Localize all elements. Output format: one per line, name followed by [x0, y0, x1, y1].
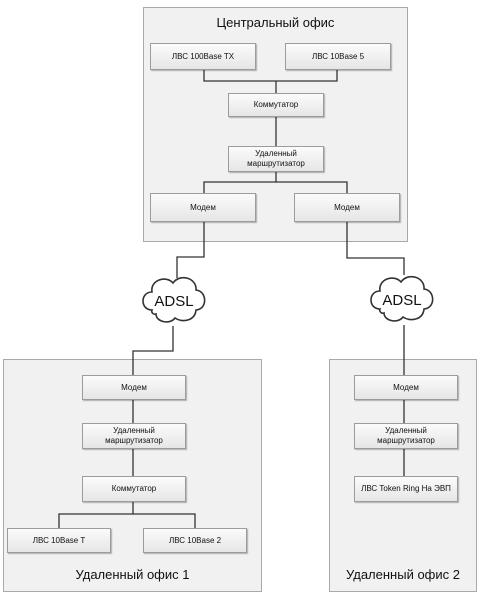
adsl-cloud-left-label: ADSL: [154, 293, 193, 310]
remote1-modem: Модем: [82, 375, 186, 400]
wire-r1-switch-to-lans: [58, 502, 134, 528]
remote2-lan-token-ring: ЛВС Token Ring На ЭВП: [354, 476, 458, 502]
remote-office-2-title: Удаленный офис 2: [346, 567, 460, 582]
wire-modem-right-to-cloud: [346, 222, 405, 275]
central-switch: Коммутатор: [228, 93, 324, 117]
remote1-lan-10base-t: ЛВС 10Base T: [7, 528, 111, 553]
wire-cloud-left-to-remote-1: [132, 326, 174, 375]
central-office-title: Центральный офис: [216, 15, 335, 30]
wire-central-router-to-modems: [203, 172, 277, 193]
central-lan-100base-tx: ЛВС 100Base TX: [150, 43, 256, 70]
wire-modem-left-to-cloud: [176, 222, 205, 278]
central-lan-10base-5: ЛВС 10Base 5: [285, 43, 391, 70]
remote2-router: Удаленный маршрутизатор: [354, 423, 458, 449]
wire-r1-switch-to-lan-b: [133, 513, 196, 528]
wire-central-router-to-modem-right: [276, 181, 348, 193]
remote1-router: Удаленный маршрутизатор: [82, 423, 186, 449]
remote2-modem: Модем: [354, 375, 458, 400]
remote1-lan-10base-2: ЛВС 10Base 2: [143, 528, 247, 553]
adsl-cloud-left-icon: ADSL: [142, 276, 206, 323]
adsl-cloud-right-label: ADSL: [382, 292, 421, 309]
remote1-switch: Коммутатор: [82, 476, 186, 502]
central-modem-right: Модем: [294, 193, 400, 222]
wire-central-lans-to-switch: [203, 70, 338, 82]
central-router: Удаленный маршрутизатор: [228, 146, 324, 172]
adsl-cloud-right-icon: ADSL: [370, 275, 434, 322]
remote-office-1-panel: Удаленный офис 1: [3, 359, 262, 592]
central-modem-left: Модем: [150, 193, 256, 222]
remote-office-1-title: Удаленный офис 1: [75, 567, 190, 582]
